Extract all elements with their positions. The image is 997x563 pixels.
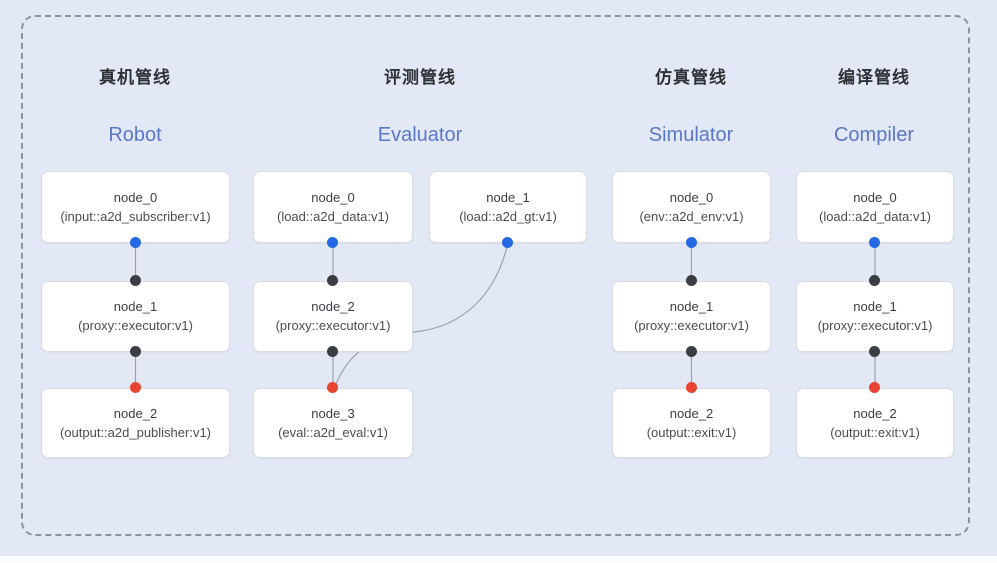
- port-dot-blue: [327, 237, 338, 248]
- node-type: (load::a2d_data:v1): [276, 208, 390, 224]
- compiler-node-2: node_2 (output::exit:v1): [796, 388, 954, 458]
- node-name: node_2: [113, 405, 158, 421]
- evaluator-node-2: node_2 (proxy::executor:v1): [253, 281, 413, 352]
- node-name: node_2: [311, 299, 355, 315]
- node-type: (output::exit:v1): [646, 424, 737, 440]
- port-dot-red: [130, 382, 141, 393]
- port-dot-red: [686, 382, 697, 393]
- port-dot-black: [686, 275, 697, 286]
- pipeline-title-zh-compiler: 编译管线: [838, 68, 910, 87]
- evaluator-node-0: node_0 (load::a2d_data:v1): [253, 171, 413, 243]
- evaluator-node-3: node_3 (eval::a2d_eval:v1): [253, 388, 413, 458]
- pipeline-title-zh-evaluator: 评测管线: [384, 68, 456, 87]
- node-name: node_1: [669, 299, 714, 315]
- node-name: node_1: [486, 189, 530, 205]
- node-type: (proxy::executor:v1): [817, 318, 933, 333]
- port-dot-black: [130, 346, 141, 357]
- edge-evaluator-1-3-curve: [335, 242, 509, 385]
- pipeline-title-zh-robot: 真机管线: [99, 68, 171, 87]
- node-name: node_0: [853, 189, 897, 205]
- compiler-node-0: node_0 (load::a2d_data:v1): [796, 171, 954, 243]
- node-name: node_0: [113, 189, 158, 205]
- node-type: (load::a2d_gt:v1): [459, 208, 557, 224]
- node-type: (output::exit:v1): [830, 424, 920, 440]
- compiler-node-1: node_1 (proxy::executor:v1): [796, 281, 954, 352]
- port-dot-blue: [130, 237, 141, 248]
- simulator-node-2: node_2 (output::exit:v1): [612, 388, 771, 458]
- port-dot-black: [686, 346, 697, 357]
- node-type: (input::a2d_subscriber:v1): [60, 208, 211, 224]
- node-name: node_3: [311, 405, 355, 421]
- port-dot-black: [327, 275, 338, 286]
- node-type: (proxy::executor:v1): [78, 318, 193, 333]
- simulator-node-0: node_0 (env::a2d_env:v1): [612, 171, 771, 243]
- node-name: node_1: [113, 299, 158, 315]
- pipeline-title-en-compiler: Compiler: [833, 124, 915, 146]
- robot-node-0: node_0 (input::a2d_subscriber:v1): [41, 171, 230, 243]
- port-dot-red: [327, 382, 338, 393]
- port-dot-blue: [686, 237, 697, 248]
- port-dot-blue: [502, 237, 513, 248]
- dashed-border-frame: [21, 15, 970, 536]
- pipeline-title-en-robot: Robot: [108, 124, 162, 146]
- pipeline-title-en-simulator: Simulator: [648, 124, 734, 146]
- port-dot-black: [869, 346, 880, 357]
- port-dot-black: [327, 346, 338, 357]
- simulator-node-1: node_1 (proxy::executor:v1): [612, 281, 771, 352]
- port-dot-black: [869, 275, 880, 286]
- robot-node-1: node_1 (proxy::executor:v1): [41, 281, 230, 352]
- node-name: node_2: [853, 405, 897, 421]
- node-type: (load::a2d_data:v1): [818, 208, 932, 224]
- node-type: (eval::a2d_eval:v1): [278, 424, 388, 440]
- pipeline-title-en-evaluator: Evaluator: [377, 124, 463, 146]
- port-dot-black: [130, 275, 141, 286]
- evaluator-node-1: node_1 (load::a2d_gt:v1): [429, 171, 587, 243]
- port-dot-blue: [869, 237, 880, 248]
- node-type: (output::a2d_publisher:v1): [59, 424, 212, 440]
- pipeline-title-zh-simulator: 仿真管线: [655, 68, 727, 87]
- node-type: (env::a2d_env:v1): [639, 208, 744, 224]
- node-name: node_2: [669, 405, 714, 421]
- bottom-edge-strip: [0, 556, 997, 563]
- node-type: (proxy::executor:v1): [634, 318, 749, 333]
- node-name: node_1: [853, 299, 897, 315]
- port-dot-red: [869, 382, 880, 393]
- node-name: node_0: [311, 189, 355, 205]
- robot-node-2: node_2 (output::a2d_publisher:v1): [41, 388, 230, 458]
- node-name: node_0: [669, 189, 714, 205]
- node-type: (proxy::executor:v1): [275, 318, 391, 333]
